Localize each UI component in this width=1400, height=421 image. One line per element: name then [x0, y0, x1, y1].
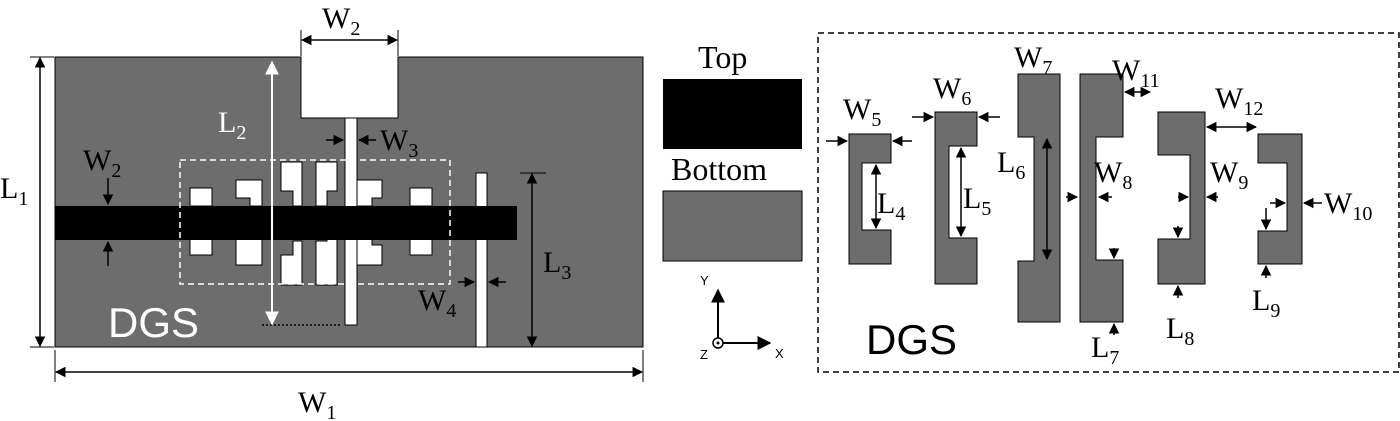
label-W2-left: W2 [83, 144, 121, 182]
dgs-label-right: DGS [866, 316, 957, 363]
dgs-label-left: DGS [108, 299, 199, 346]
microstrip-line [55, 206, 517, 240]
legend-top-label: Top [698, 39, 747, 75]
axis-z-label: Z [700, 347, 708, 362]
axis-y-label: Y [700, 273, 709, 288]
axis-x-label: X [775, 346, 784, 361]
label-W7: W7 [1014, 41, 1052, 79]
label-W3: W3 [380, 124, 418, 162]
label-W12: W12 [1215, 82, 1263, 120]
dgs-detail-border [817, 32, 1400, 373]
dgs-element-3 [1017, 73, 1061, 323]
dgs-element-1 [848, 133, 892, 265]
label-L4: L4 [877, 187, 905, 225]
dgs-slots [189, 161, 433, 286]
label-L2: L2 [218, 106, 246, 144]
label-L5: L5 [963, 182, 991, 220]
label-W9: W9 [1210, 156, 1248, 194]
label-L8: L8 [1166, 312, 1194, 350]
dgs-detail-panel: W5 L4 W6 L5 W7 L6 W11 W8 L7 W12 W9 [817, 32, 1400, 373]
label-L1: L1 [0, 172, 28, 210]
label-L7: L7 [1091, 331, 1119, 369]
dgs-element-5 [1157, 111, 1206, 285]
label-L9: L9 [1252, 284, 1280, 322]
legend-bottom-label: Bottom [671, 151, 767, 187]
dgs-region-outline [179, 159, 451, 285]
antenna-layout: L2 W2 L1 W2 W3 W4 L3 W1 DGS [0, 2, 644, 421]
label-W5: W5 [843, 93, 881, 131]
label-W4: W4 [418, 284, 456, 322]
legend-top-swatch [663, 79, 802, 149]
label-L3: L3 [543, 246, 571, 284]
label-W11: W11 [1112, 54, 1160, 92]
label-L6: L6 [997, 146, 1025, 184]
label-W10: W10 [1324, 187, 1372, 225]
side-slot [475, 172, 488, 348]
label-W1: W1 [298, 386, 336, 421]
dgs-element-2 [934, 111, 978, 285]
dgs-element-6 [1257, 133, 1303, 265]
label-W2-top: W2 [322, 2, 360, 40]
dgs-element-4 [1079, 73, 1124, 323]
label-W8: W8 [1094, 156, 1132, 194]
label-W6: W6 [933, 72, 971, 110]
legend-bottom-swatch [662, 190, 803, 262]
coordinate-axes: Y X Z [700, 273, 784, 362]
layer-legend: Top Bottom [662, 39, 803, 262]
